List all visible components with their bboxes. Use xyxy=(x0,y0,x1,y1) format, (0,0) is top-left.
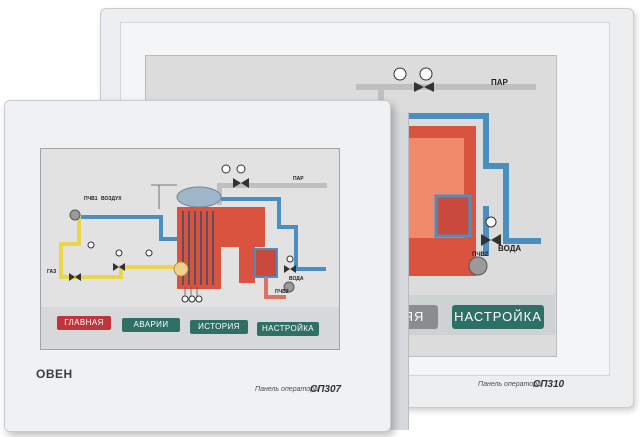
pressure-gauge-icon xyxy=(393,67,407,81)
heat-exchanger xyxy=(254,248,278,278)
pump-icon xyxy=(283,281,295,293)
water-valve-icon xyxy=(284,265,290,273)
water-valve-icon xyxy=(481,234,491,246)
valve-icon xyxy=(414,82,424,92)
steam-pipe xyxy=(356,84,536,90)
model-label: Панель оператора xyxy=(255,386,318,393)
steam-label: ПАР xyxy=(491,78,508,87)
process-diagram-sp307 xyxy=(59,164,327,303)
air-label: ВОЗДУХ xyxy=(101,196,122,202)
steam-pipe xyxy=(217,183,327,188)
nav-button-settings[interactable]: НАСТРОЙКА xyxy=(452,305,544,329)
steam-valve-icon xyxy=(233,178,241,188)
fan-label: ПЧВ1 xyxy=(84,196,98,202)
water-pipe xyxy=(221,197,326,271)
sensor-icon xyxy=(236,164,246,174)
gas-label: ГАЗ xyxy=(47,269,57,275)
pump-icon xyxy=(468,256,488,276)
pump-label: ПЧВ2 xyxy=(275,289,289,295)
panel-sp307-screen: ПАР ВОЗДУХ ПЧВ1 ГАЗ ВОДА ПЧВ2 xyxy=(40,148,340,350)
nav-button-history[interactable]: ИСТОРИЯ xyxy=(190,320,248,334)
water-label: ВОДА xyxy=(289,276,304,282)
model-name: СП310 xyxy=(533,379,565,390)
sensor-icon xyxy=(419,67,433,81)
water-pipe xyxy=(386,113,541,244)
nav-button-settings[interactable]: НАСТРОЙКА xyxy=(257,322,319,336)
burner-icon xyxy=(173,261,189,277)
fan-icon xyxy=(69,209,81,221)
brand-logo: ОВЕН xyxy=(36,367,73,381)
pump-label: ПЧВ2 xyxy=(472,252,489,258)
pressure-gauge-icon xyxy=(221,164,231,174)
water-label: ВОДА xyxy=(498,244,522,253)
nav-button-main[interactable]: ГЛАВНАЯ xyxy=(57,316,111,330)
heat-exchanger xyxy=(434,194,472,238)
steam-drum xyxy=(176,186,222,208)
gas-valve-icon xyxy=(69,273,75,281)
model-name: СП307 xyxy=(310,384,342,395)
model-label: Панель оператора xyxy=(478,381,541,388)
panel-sp307-side xyxy=(386,112,409,430)
steam-label: ПАР xyxy=(293,176,304,182)
nav-button-alarms[interactable]: АВАРИИ xyxy=(122,318,180,332)
